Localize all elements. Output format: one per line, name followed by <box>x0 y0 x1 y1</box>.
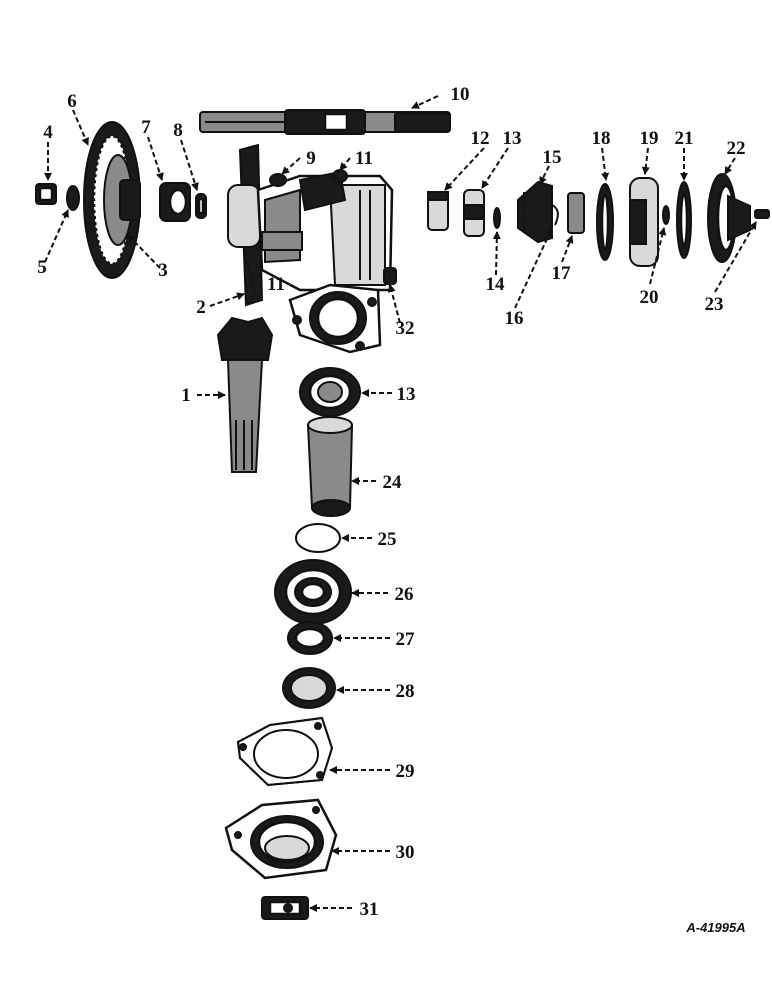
part-18-plate <box>596 183 614 261</box>
callout-5: 5 <box>37 257 47 278</box>
callout-28: 28 <box>396 681 415 702</box>
part-16-snap-ring <box>551 204 559 226</box>
part-9-screw <box>269 173 287 187</box>
callout-7: 7 <box>141 117 151 138</box>
part-32-fitting <box>383 267 397 285</box>
part-26-bearing <box>274 559 352 625</box>
part-24-sleeve <box>306 416 354 517</box>
part-21-plate <box>676 181 692 259</box>
callout-18: 18 <box>592 128 611 149</box>
part-20-spring <box>662 205 670 225</box>
part-4-cap <box>35 183 57 205</box>
part-15-bevel-gear <box>517 180 553 244</box>
callout-19: 19 <box>640 128 659 149</box>
callout-25: 25 <box>378 529 397 550</box>
part-19-clutch <box>629 177 659 267</box>
callout-31: 31 <box>360 899 379 920</box>
part-17-sleeve <box>567 192 585 234</box>
callout-15: 15 <box>543 147 562 168</box>
part-10-shaft <box>199 109 451 135</box>
part-5-washer <box>66 185 80 211</box>
callout-13-upper: 13 <box>503 128 522 149</box>
callout-24: 24 <box>383 472 403 493</box>
part-6-sprocket <box>83 121 141 279</box>
callout-27: 27 <box>396 629 416 650</box>
part-12-bushing <box>427 191 449 231</box>
leader-lines <box>44 95 757 912</box>
part-30-cover <box>224 798 338 880</box>
callout-29: 29 <box>396 761 415 782</box>
callout-22: 22 <box>727 138 746 159</box>
callout-11-upper: 11 <box>355 148 373 169</box>
part-14-key <box>493 207 501 229</box>
callout-8: 8 <box>173 120 183 141</box>
callout-11-lower: 11 <box>267 274 285 295</box>
callout-20: 20 <box>640 287 659 308</box>
part-29-gasket <box>236 716 334 787</box>
part-8-ring <box>195 193 207 219</box>
part-13-bearing-lower <box>299 367 361 417</box>
part-28-seal <box>282 667 336 709</box>
callout-labels: 10 6 4 7 8 9 11 5 3 11 2 32 12 13 15 18 … <box>37 84 745 920</box>
callout-16: 16 <box>505 308 524 329</box>
callout-10: 10 <box>451 84 470 105</box>
callout-17: 17 <box>552 263 572 284</box>
part-13-bearing-upper <box>463 189 485 237</box>
part-22-cap <box>707 173 751 263</box>
part-7-hub <box>159 182 191 222</box>
callout-12: 12 <box>471 128 490 149</box>
callout-1: 1 <box>181 385 191 406</box>
figure-id: A-41995A <box>685 920 745 935</box>
callout-26: 26 <box>395 584 414 605</box>
part-1-pinion-shaft <box>216 316 274 473</box>
callout-21: 21 <box>675 128 694 149</box>
callout-2: 2 <box>196 297 206 318</box>
callout-23: 23 <box>705 294 724 315</box>
part-25-o-ring <box>295 523 341 553</box>
callout-32: 32 <box>396 318 415 339</box>
part-27-ring <box>287 621 333 655</box>
callout-13-lower: 13 <box>397 384 416 405</box>
part-23-bolt <box>754 209 770 219</box>
part-31-plug <box>261 896 309 920</box>
gear-housing <box>227 170 394 354</box>
callout-9: 9 <box>306 148 316 169</box>
callout-30: 30 <box>396 842 415 863</box>
part-11-upper <box>332 169 348 183</box>
callout-3: 3 <box>158 260 168 281</box>
callout-4: 4 <box>43 122 53 143</box>
callout-6: 6 <box>67 91 77 112</box>
callout-14: 14 <box>486 274 506 295</box>
